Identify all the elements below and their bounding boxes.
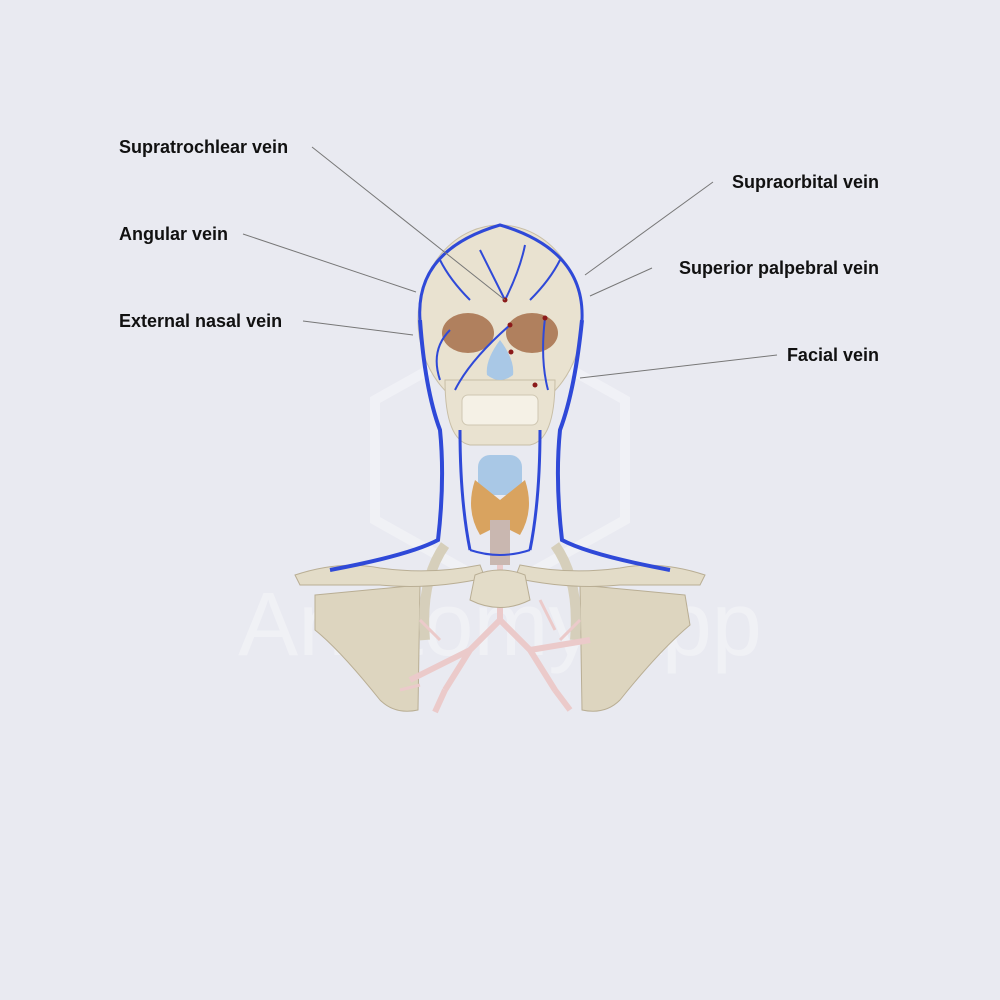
- sternum: [469, 569, 531, 608]
- leader-supratrochlear: [311, 146, 506, 301]
- leader-facial: [579, 354, 778, 379]
- label-external-nasal-vein: External nasal vein: [119, 311, 283, 331]
- leader-external-nasal: [302, 320, 414, 336]
- veins: [329, 223, 671, 572]
- right-orbit: [506, 313, 558, 353]
- nasal-cartilage: [486, 340, 514, 380]
- trachea: [490, 520, 510, 565]
- leader-angular: [242, 233, 417, 293]
- left-scapula: [314, 584, 421, 712]
- leader-supraorbital: [584, 181, 714, 276]
- label-superior-palpebral-vein: Superior palpebral vein: [678, 258, 879, 278]
- label-supratrochlear-vein: Supratrochlear vein: [119, 137, 289, 157]
- label-angular-vein: Angular vein: [119, 224, 229, 244]
- thyroid-gland: [471, 480, 529, 535]
- left-orbit: [442, 313, 494, 353]
- teeth: [461, 394, 539, 426]
- larynx: [478, 455, 522, 495]
- right-scapula: [579, 584, 691, 712]
- label-facial-vein: Facial vein: [786, 345, 879, 365]
- bronchial-tree: [399, 560, 591, 714]
- label-supraorbital-vein: Supraorbital vein: [731, 172, 879, 192]
- leader-superior-palpebral: [589, 267, 653, 297]
